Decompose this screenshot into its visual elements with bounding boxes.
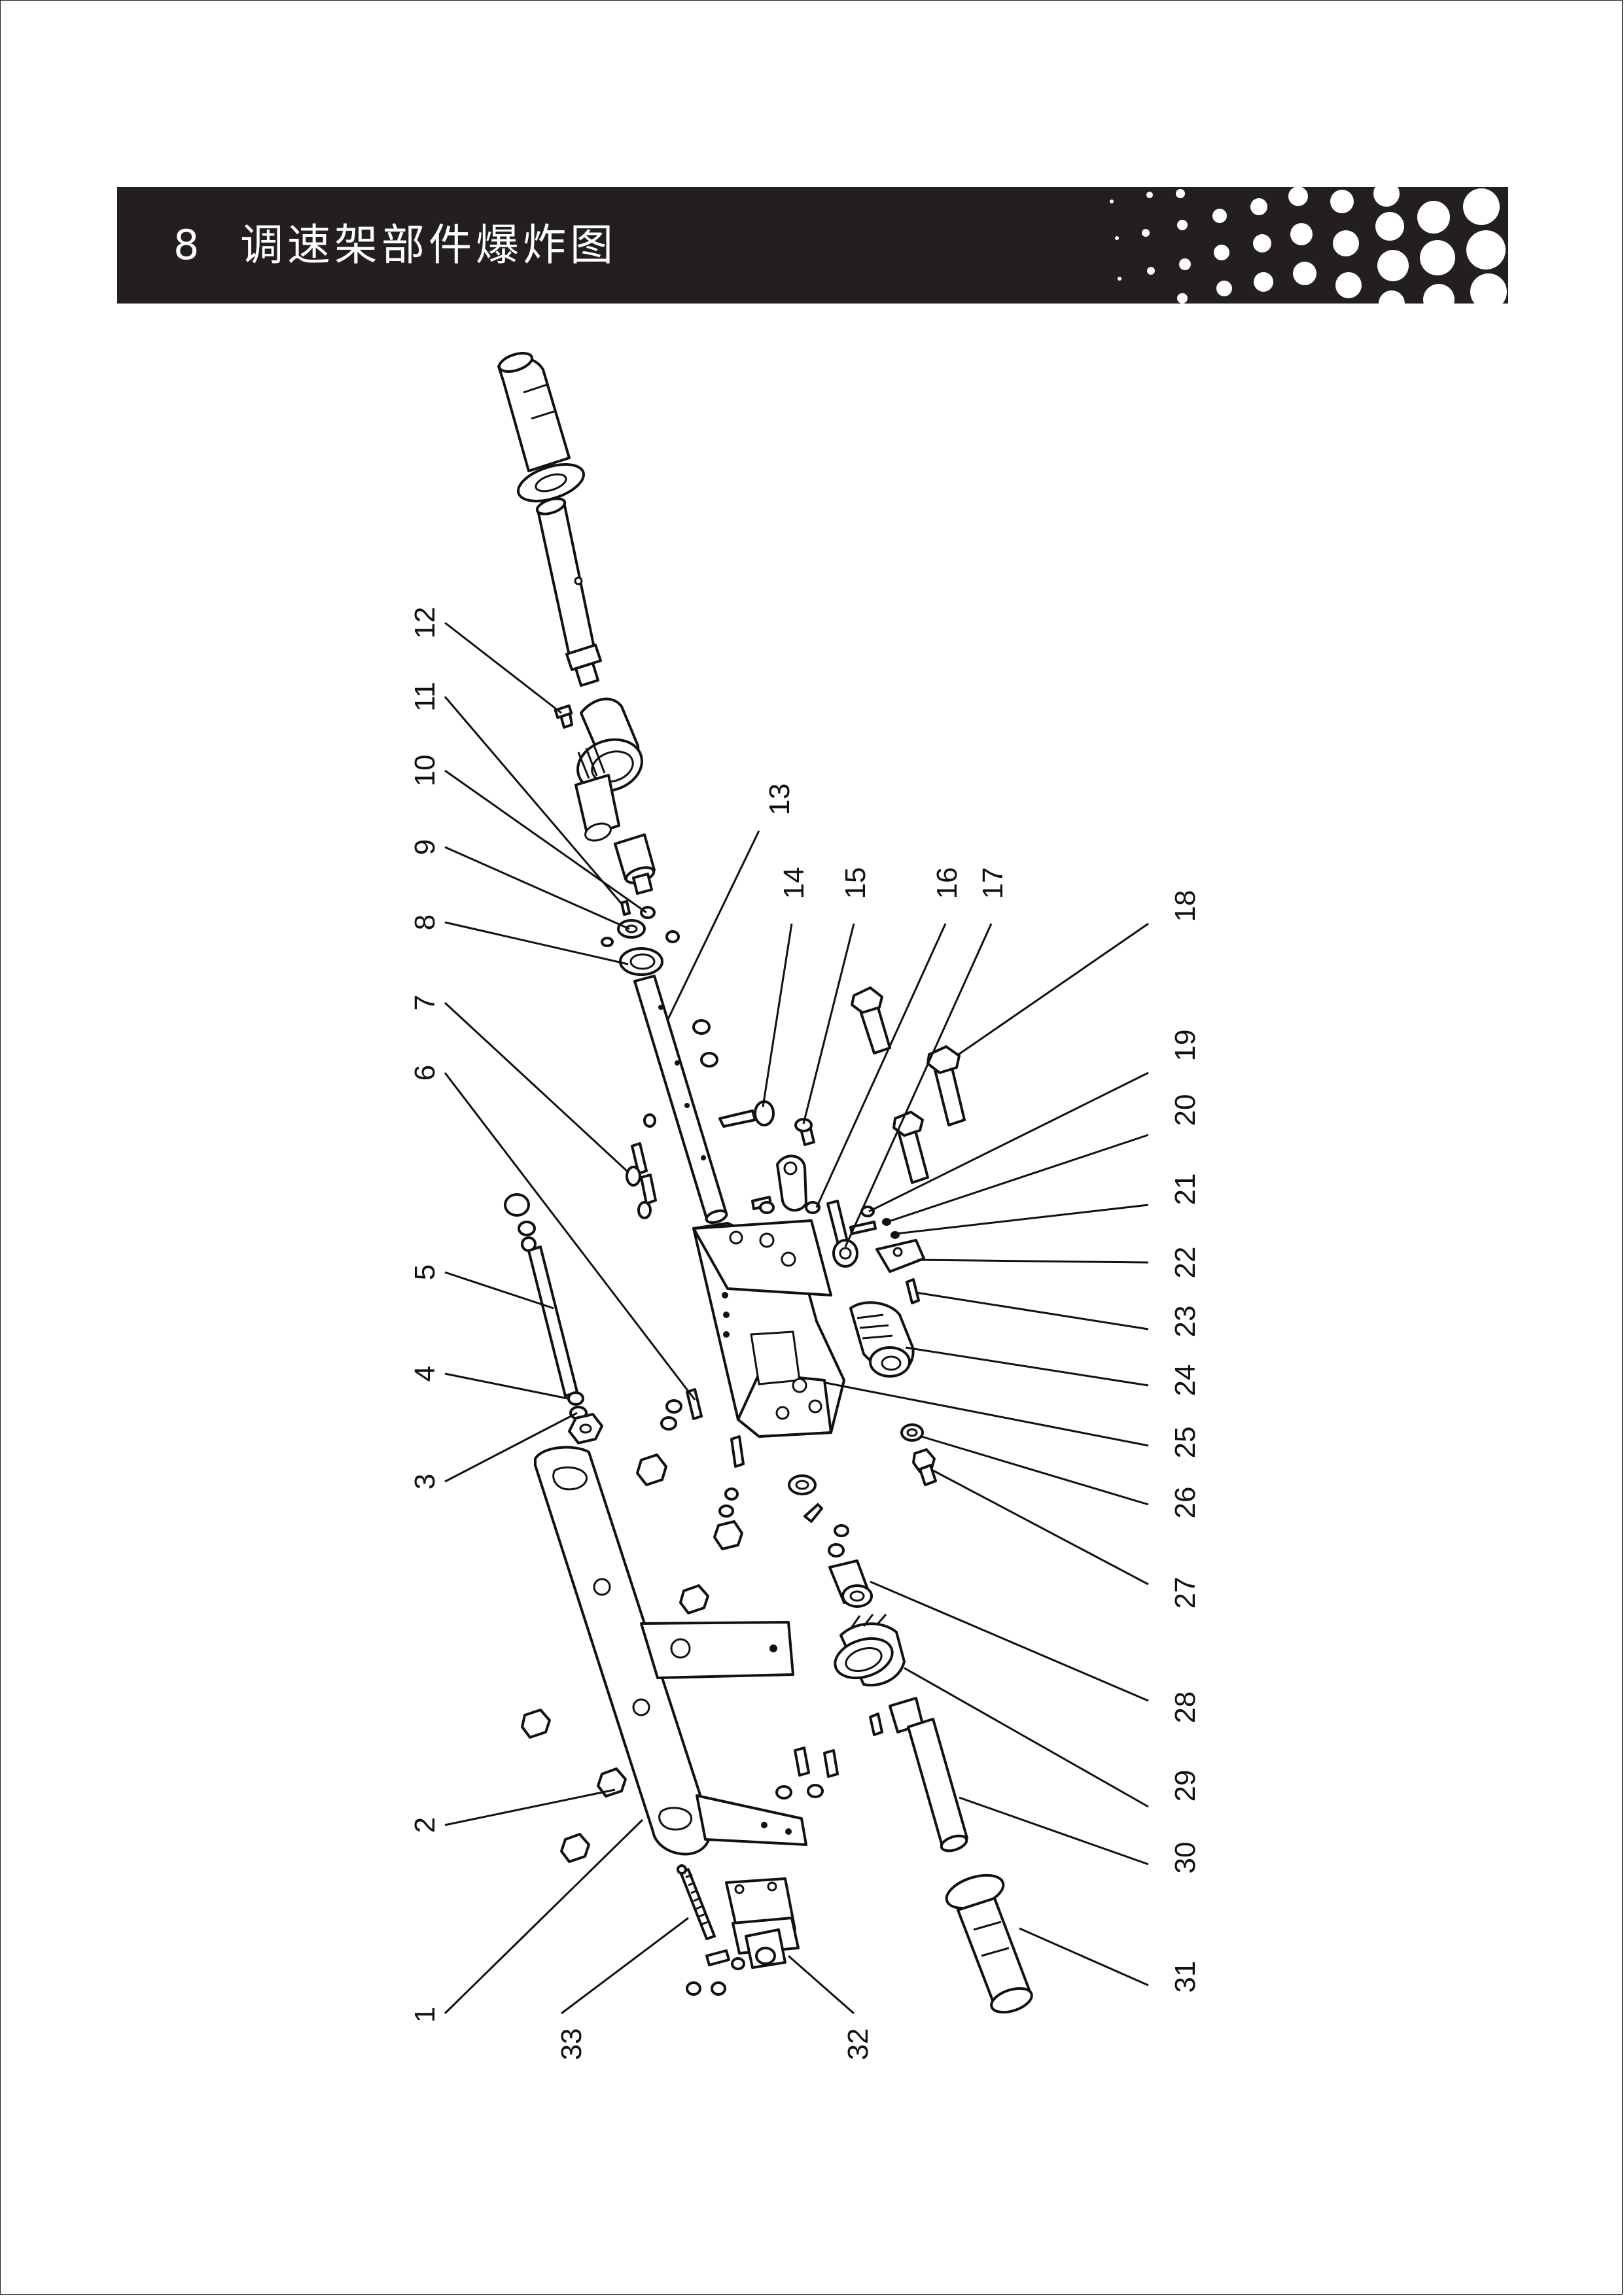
callout-6: 6: [409, 1065, 441, 1081]
part-28-bushing: [828, 1559, 873, 1608]
part-3-nut: [568, 1413, 603, 1444]
callout-19: 19: [1169, 1030, 1201, 1062]
section-header-bar: 8 调速架部件爆炸图: [117, 187, 1508, 304]
callout-25: 25: [1169, 1427, 1201, 1459]
parts-9-10-11-washers: [601, 900, 680, 947]
part-12-bolt: [554, 704, 573, 729]
callout-18: 18: [1169, 890, 1201, 922]
part-32-switch-bracket: [686, 1877, 800, 1996]
parts-19-20-21-small-hardware: [849, 1206, 900, 1239]
callout-21: 21: [1169, 1174, 1201, 1206]
callout-15: 15: [839, 867, 872, 899]
callout-23: 23: [1169, 1306, 1201, 1338]
part-29-clamp: [834, 1614, 906, 1736]
part-33-spring: [677, 1864, 716, 1940]
callout-26: 26: [1169, 1487, 1201, 1519]
part-24-cam-hub: [849, 1301, 915, 1378]
callout-12: 12: [409, 607, 441, 639]
part-5-rod: [504, 1193, 588, 1420]
callout-14: 14: [778, 867, 810, 899]
callout-5: 5: [409, 1264, 441, 1280]
callout-1: 1: [409, 2007, 441, 2023]
part-31-lower-grip: [945, 1873, 1033, 2014]
part-23-pin: [906, 1278, 920, 1304]
upper-handle-grip: [497, 352, 571, 472]
callout-16: 16: [931, 867, 963, 899]
parts-16-17-linkage: [751, 1155, 858, 1268]
halftone-dots-decoration: [1110, 187, 1507, 304]
part-6-pin: [660, 1388, 703, 1431]
part-25-main-bracket: [692, 1219, 845, 1468]
callout-4: 4: [409, 1366, 441, 1382]
part-13-shaft: [633, 975, 728, 1225]
section-title: 调速架部件爆炸图: [240, 220, 617, 270]
callout-9: 9: [409, 839, 441, 855]
part-8-bearing: [619, 947, 663, 976]
part-18-bolts: [851, 986, 966, 1184]
lower-bracket-screws: [775, 1747, 839, 1800]
leader-lines: [444, 621, 1149, 2015]
callout-24: 24: [1169, 1365, 1201, 1397]
callout-13: 13: [764, 784, 796, 816]
callout-32: 32: [842, 2028, 874, 2061]
upper-handle-flange: [516, 463, 586, 502]
center-washers-and-nuts: [636, 1453, 849, 1557]
callout-27: 27: [1169, 1577, 1201, 1609]
callout-8: 8: [409, 914, 441, 930]
callout-29: 29: [1169, 1770, 1201, 1802]
callout-28: 28: [1169, 1692, 1201, 1724]
upper-clamp-bracket: [574, 697, 643, 842]
callout-10: 10: [409, 755, 441, 787]
upper-bushing: [614, 833, 656, 895]
part-2-nuts: [521, 1584, 709, 1863]
callout-20: 20: [1169, 1094, 1201, 1126]
part-27-bolt: [912, 1448, 937, 1486]
part-30-lower-tube: [889, 1697, 968, 1852]
callout-33: 33: [556, 2028, 588, 2061]
upper-handle-tube: [535, 497, 602, 687]
callout-11: 11: [409, 682, 441, 712]
part-7-lever-pins: [626, 1142, 657, 1219]
callout-22: 22: [1169, 1247, 1201, 1279]
section-number: 8: [173, 221, 200, 269]
part-1-frame-plate: [534, 1446, 807, 1856]
callout-30: 30: [1169, 1842, 1201, 1874]
small-nuts-upper: [643, 1019, 718, 1128]
callout-7: 7: [409, 995, 441, 1011]
callout-31: 31: [1169, 1961, 1201, 1993]
callout-2: 2: [409, 1817, 441, 1833]
part-15-screw: [794, 1118, 815, 1146]
part-22-clip: [875, 1239, 925, 1273]
callout-17: 17: [977, 867, 1009, 899]
part-14-stud: [718, 1100, 775, 1128]
callout-3: 3: [409, 1474, 441, 1489]
part-26-washer: [900, 1423, 924, 1442]
callout-labels: 1 2 3 4 5 6 7 8 9 10 11 12 33 13 14 15 1…: [409, 607, 1201, 2061]
